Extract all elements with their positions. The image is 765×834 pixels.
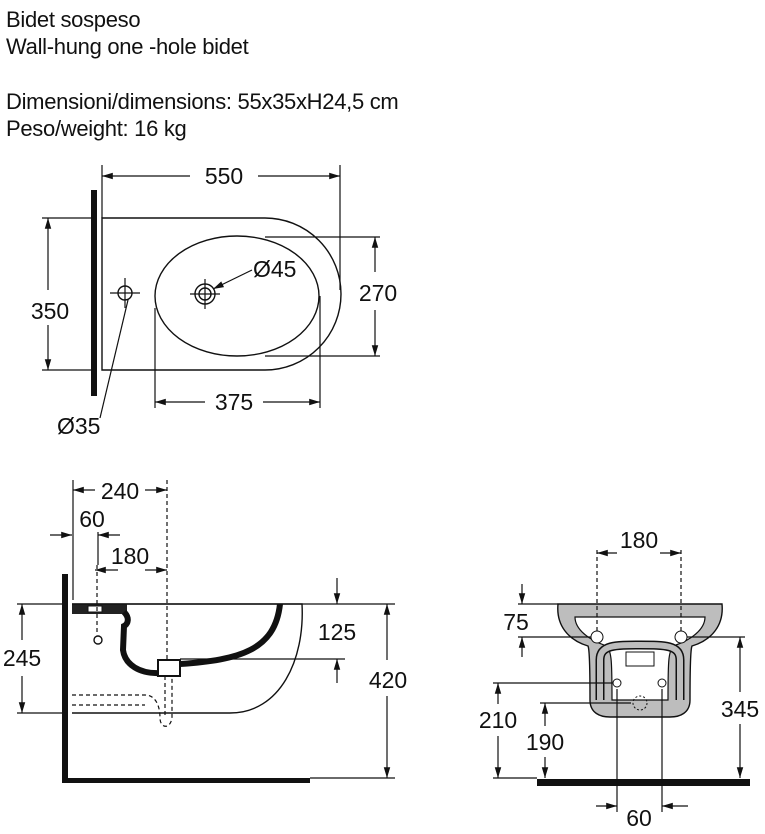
wall [62,574,68,782]
dim-length: 550 [205,163,243,189]
dim-drain-from-wall: 240 [101,478,139,504]
floor [537,779,750,786]
tap-hole-label: Ø45 [253,256,296,282]
top-view: 550 350 270 375 Ø45 Ø35 [31,163,397,439]
dim-basin-depth: 125 [318,619,356,645]
front-view: 180 75 345 210 190 60 [479,527,759,831]
basin-outline [154,235,320,357]
dim-basin-width: 270 [359,280,397,306]
dim-drain-height: 190 [526,729,564,755]
floor [62,778,310,783]
product-name-en: Wall-hung one -hole bidet [6,34,249,59]
dim-supply-height: 210 [479,707,517,733]
fixing-hole-label: Ø35 [57,413,100,439]
fixing-hole-right [674,630,688,644]
dimensions-label: Dimensioni/dimensions: 55x35xH24,5 cm [6,89,399,114]
bidet-outline-side [72,603,303,714]
fixing-hole-left [590,630,604,644]
dim-fixing-to-drain: 180 [111,543,149,569]
dim-supply-spacing: 60 [626,805,652,831]
dim-rim-height: 420 [369,667,407,693]
dim-fixing-spacing: 180 [620,527,658,553]
weight-label: Peso/weight: 16 kg [6,116,187,141]
side-view: 240 60 180 125 420 245 [3,478,407,783]
dim-height: 245 [3,645,41,671]
dim-basin-length: 375 [215,389,253,415]
dim-fixing-height: 345 [721,696,759,722]
dim-fixing-from-wall: 60 [79,506,105,532]
dim-depth: 350 [31,298,69,324]
wall [91,190,97,396]
bidet-outline-top [101,217,342,371]
dim-fixing-below-rim: 75 [503,609,529,635]
product-name-it: Bidet sospeso [6,7,141,32]
